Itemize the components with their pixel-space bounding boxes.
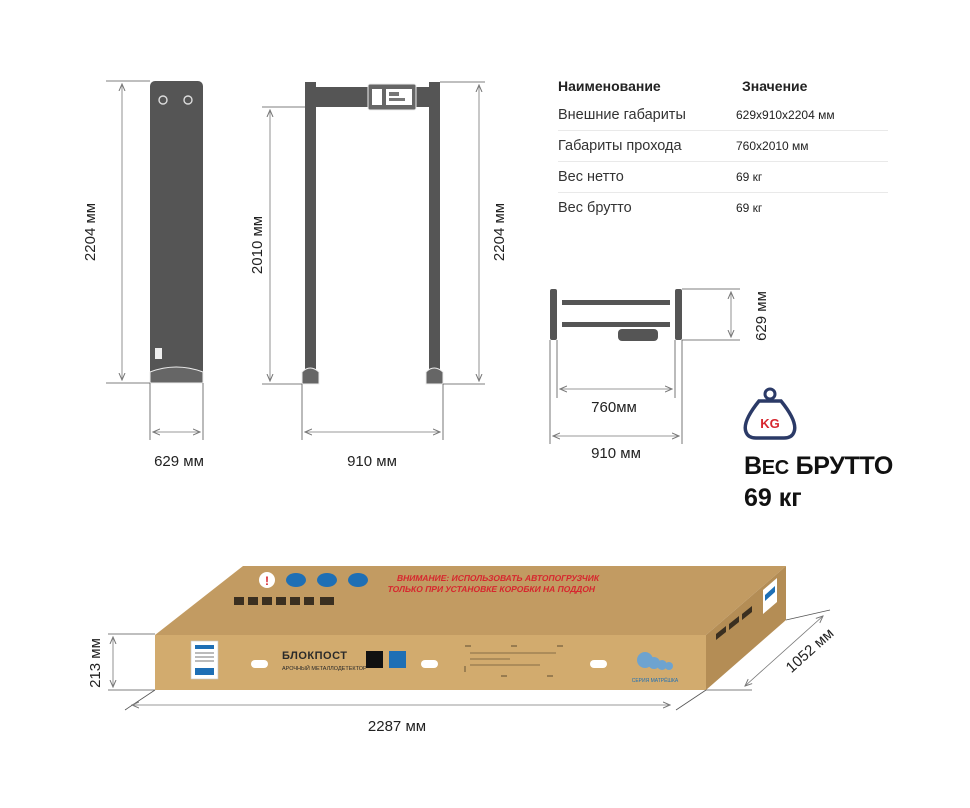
spec-row: Габариты прохода 760x2010 мм (558, 131, 888, 162)
kg-weight-icon: KG (743, 387, 797, 440)
gross-label-small: ЕС (761, 457, 789, 479)
top-left-pillar (550, 289, 557, 340)
top-right-pillar (675, 289, 682, 340)
spec-row-value: 69 кг (736, 170, 763, 184)
box-width-label: 1052 мм (783, 625, 838, 677)
front-total-height-label: 2204 мм (491, 203, 508, 261)
front-passage-height-label: 2010 мм (249, 216, 266, 274)
gross-weight-label: ВЕС БРУТТО (744, 452, 893, 481)
side-screw-right (183, 95, 193, 105)
box-series: СЕРИЯ МАТРЁШКА (632, 677, 679, 684)
gross-label-first: В (744, 452, 762, 480)
spec-row-name: Вес брутто (558, 200, 632, 216)
spec-header-name: Наименование (558, 78, 661, 94)
spec-row: Вес брутто 69 кг (558, 193, 888, 223)
spec-row: Внешние габариты 629x910x2204 мм (558, 100, 888, 131)
front-width-label: 910 мм (347, 453, 397, 470)
shipping-box: ! ВНИМАНИЕ: ИСПОЛЬЗОВАТЬ АВТОПОГРУЗЧИК Т… (155, 566, 786, 690)
top-total-width-label: 910 мм (591, 445, 641, 462)
side-height-label: 2204 мм (82, 203, 99, 261)
front-view: 2010 мм 2204 мм 910 мм (249, 81, 508, 470)
side-label (155, 348, 162, 359)
spec-table: Наименование Значение Внешние габариты 6… (558, 72, 888, 223)
spec-header-value: Значение (742, 78, 808, 94)
side-foot (149, 366, 204, 384)
spec-row-name: Габариты прохода (558, 138, 682, 154)
spec-table-header: Наименование Значение (558, 72, 888, 100)
side-panel (150, 81, 203, 383)
spec-row-value: 69 кг (736, 201, 763, 215)
box-brand-sub: АРОЧНЫЙ МЕТАЛЛОДЕТЕКТОР (282, 664, 367, 672)
gross-weight-value: 69 кг (744, 484, 802, 512)
box-height-label: 213 мм (87, 638, 104, 688)
kg-icon-text: KG (760, 416, 780, 431)
spec-row-name: Внешние габариты (558, 107, 686, 123)
gross-label-rest: БРУТТО (788, 452, 894, 480)
side-width-label: 629 мм (154, 453, 204, 470)
svg-text:!: ! (265, 574, 269, 588)
side-screw-left (158, 95, 168, 105)
front-right-pillar (429, 82, 440, 384)
box-brand: БЛОКПОСТ (282, 650, 347, 662)
box-length-label: 2287 мм (368, 718, 426, 735)
spec-row: Вес нетто 69 кг (558, 162, 888, 193)
spec-row-value: 760x2010 мм (736, 139, 809, 153)
spec-row-value: 629x910x2204 мм (736, 108, 835, 122)
spec-row-name: Вес нетто (558, 169, 624, 185)
box-warning-line2: ТОЛЬКО ПРИ УСТАНОВКЕ КОРОБКИ НА ПОДДОН (387, 584, 597, 594)
box-top-face (155, 566, 786, 635)
top-depth-label: 629 мм (753, 291, 770, 341)
front-left-pillar (305, 82, 316, 384)
top-passage-width-label: 760мм (591, 399, 637, 416)
top-view: 629 мм 760мм 910 мм (549, 288, 770, 462)
box-warning-line1: ВНИМАНИЕ: ИСПОЛЬЗОВАТЬ АВТОПОГРУЗЧИК (396, 573, 601, 583)
side-view: 2204 мм 629 мм (82, 80, 204, 470)
